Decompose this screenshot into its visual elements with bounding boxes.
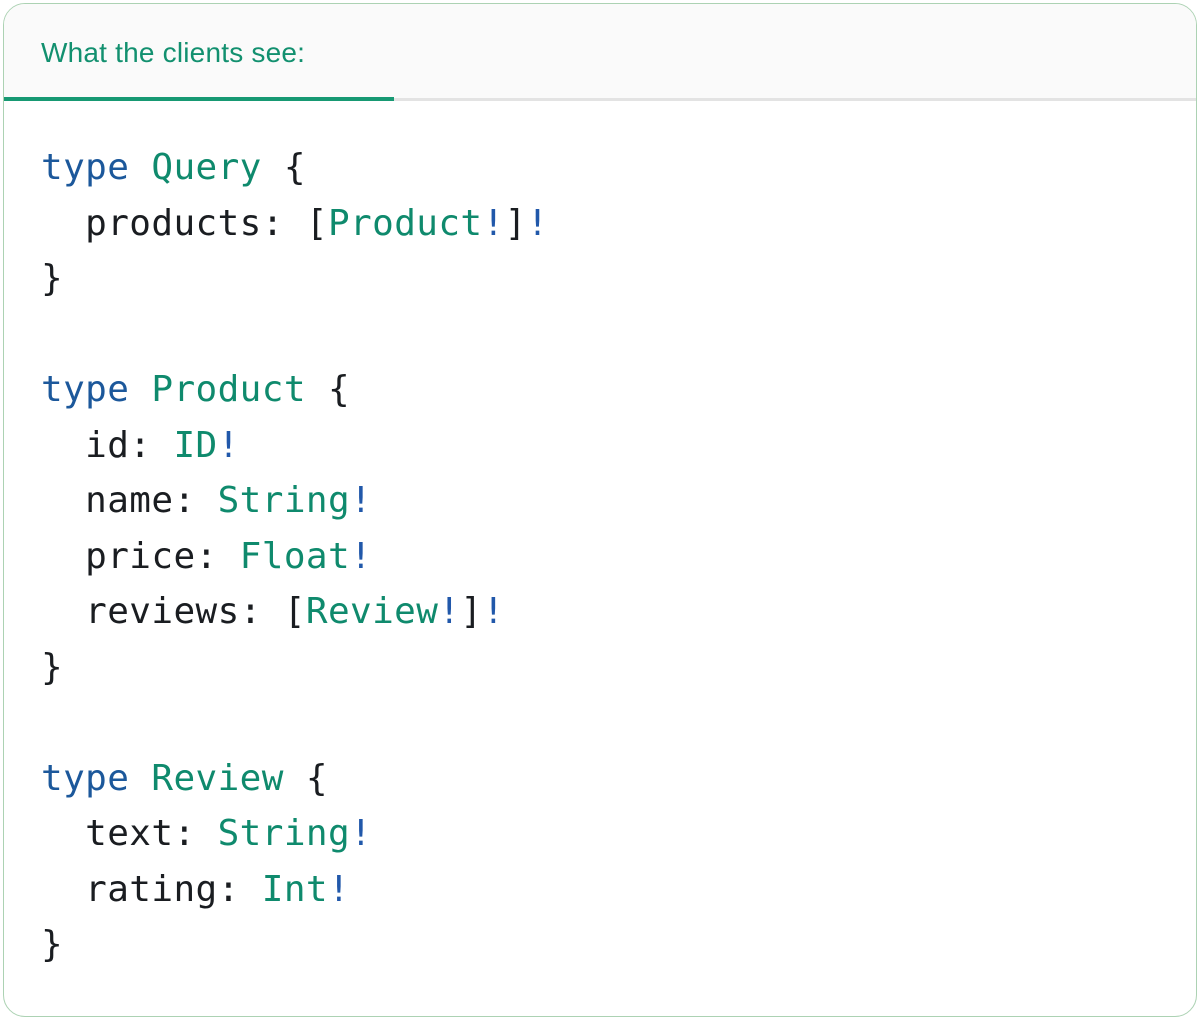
code-token-ty: Query [151, 147, 262, 188]
code-token-pl: ] [460, 591, 483, 632]
code-token-kw: type [41, 147, 130, 188]
code-token-ty: Int [261, 868, 328, 910]
code-token-pl: ] [504, 202, 527, 244]
code-token-ty: Float [239, 535, 351, 577]
code-token-pl: } [41, 646, 64, 688]
code-token-ty: ID [173, 424, 218, 466]
code-token-pl [129, 147, 151, 188]
code-line: rating: Int! [41, 862, 1176, 918]
code-line: } [41, 917, 1176, 973]
code-token-pl: } [41, 258, 64, 299]
code-token-bg: ! [350, 535, 373, 577]
code-line: } [41, 251, 1176, 307]
code-token-pl: id: [41, 424, 174, 466]
code-token-ty: Product [327, 202, 483, 244]
schema-panel: What the clients see: type Query { produ… [3, 3, 1197, 1017]
code-token-bg: ! [482, 202, 505, 244]
code-token-bg: ! [327, 868, 351, 910]
code-line: price: Float! [41, 529, 1176, 585]
code-line: products: [Product!]! [41, 196, 1176, 252]
code-line [41, 307, 1176, 363]
code-line [41, 695, 1176, 751]
code-token-bg: ! [526, 202, 549, 244]
code-token-pl: { [261, 147, 306, 188]
active-tab-underline [4, 96, 394, 101]
code-token-pl: rating: [41, 868, 262, 910]
code-line: reviews: [Review!]! [41, 584, 1176, 640]
tab-bar-divider [4, 97, 1196, 101]
code-token-bg: ! [438, 591, 461, 632]
code-line: } [41, 640, 1176, 696]
graphql-code-block: type Query { products: [Product!]!} type… [4, 101, 1196, 973]
code-token-ty: String [217, 813, 351, 854]
code-token-ty: Product [151, 369, 306, 410]
code-token-pl [129, 758, 151, 799]
code-token-ty: String [217, 480, 351, 521]
code-token-pl [129, 369, 151, 410]
code-token-pl: name: [41, 480, 218, 521]
code-token-kw: type [41, 757, 130, 799]
code-token-pl: { [305, 369, 351, 410]
code-token-pl: } [41, 924, 64, 965]
code-token-pl: reviews: [ [41, 591, 306, 632]
code-token-bg: ! [350, 480, 373, 521]
code-token-ty: Review [151, 757, 284, 799]
code-token-pl: text: [41, 813, 218, 854]
code-line: type Query { [41, 140, 1176, 196]
code-line: text: String! [41, 806, 1176, 862]
tab-bar: What the clients see: [4, 4, 1196, 101]
tab-clients-view-label: What the clients see: [41, 37, 306, 68]
code-token-ty: Review [305, 591, 439, 632]
code-line: type Product { [41, 362, 1176, 418]
code-token-pl: { [283, 757, 328, 799]
code-line: type Review { [41, 751, 1176, 807]
code-token-kw: type [41, 369, 130, 410]
code-token-bg: ! [217, 424, 240, 466]
code-line: id: ID! [41, 418, 1176, 474]
code-token-pl: products: [ [41, 202, 328, 244]
code-token-bg: ! [350, 813, 373, 854]
tab-clients-view[interactable]: What the clients see: [4, 4, 394, 101]
code-line: name: String! [41, 473, 1176, 529]
code-token-pl: price: [41, 535, 240, 577]
code-token-bg: ! [482, 591, 505, 632]
